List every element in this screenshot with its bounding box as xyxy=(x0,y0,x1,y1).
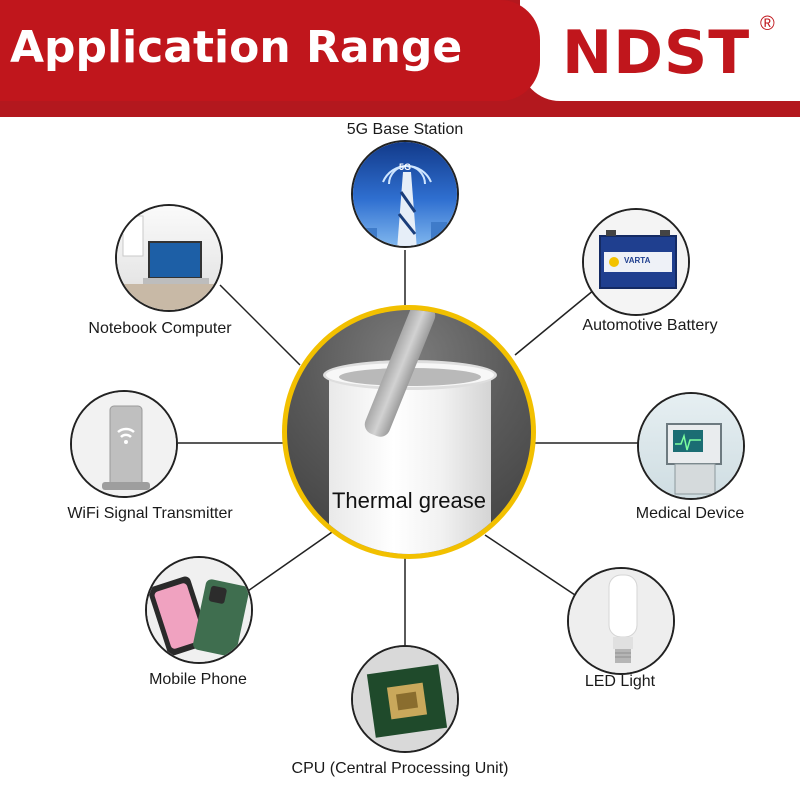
automotive-battery-image: VARTA xyxy=(582,208,690,316)
notebook-computer-image xyxy=(115,204,223,312)
registered-mark: ® xyxy=(760,13,775,35)
cpu-image xyxy=(351,645,459,753)
label-5g-base-station: 5G Base Station xyxy=(346,121,464,138)
wifi-signal-transmitter-image xyxy=(70,390,178,498)
laptop-icon xyxy=(117,215,221,310)
medical-monitor-icon xyxy=(666,423,722,495)
bucket-icon xyxy=(329,370,491,554)
smartphone-icon xyxy=(148,576,249,657)
label-led-light: LED Light xyxy=(584,673,656,690)
led-bulb-icon xyxy=(608,574,638,663)
cpu-chip-icon xyxy=(366,664,448,738)
label-medical-device: Medical Device xyxy=(635,505,745,522)
label-cpu: CPU (Central Processing Unit) xyxy=(291,760,509,777)
5g-tower-icon xyxy=(363,165,447,246)
center-label: Thermal grease xyxy=(331,488,487,513)
thermal-grease-bucket-image xyxy=(287,310,531,554)
5g-base-station-image: 5G xyxy=(351,140,459,248)
wifi-router-icon xyxy=(102,405,150,490)
battery-brand-badge: VARTA xyxy=(624,256,651,265)
label-automotive-battery: Automotive Battery xyxy=(582,317,718,334)
mobile-phone-image xyxy=(145,556,253,664)
header-brand-area xyxy=(520,0,800,101)
brand-logo: NDST xyxy=(562,18,751,88)
led-light-image xyxy=(567,567,675,675)
car-battery-icon xyxy=(599,230,677,289)
label-wifi-signal-transmitter: WiFi Signal Transmitter xyxy=(67,505,233,522)
page-title: Application Range xyxy=(0,0,540,101)
5g-badge: 5G xyxy=(399,162,412,172)
connector-notebook xyxy=(219,284,301,366)
connector-phone xyxy=(244,529,336,594)
connector-led xyxy=(484,534,576,596)
label-mobile-phone: Mobile Phone xyxy=(149,671,247,688)
label-notebook-computer: Notebook Computer xyxy=(88,320,232,337)
medical-device-image xyxy=(637,392,745,500)
